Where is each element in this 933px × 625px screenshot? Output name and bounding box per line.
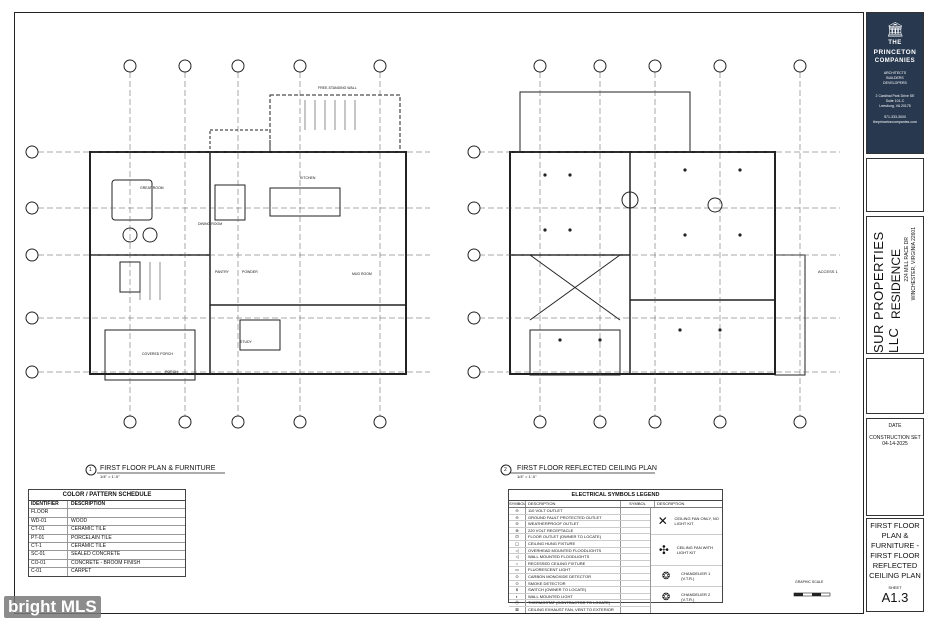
fixture-row: ✕CEILING FAN ONLY, NO LIGHT KIT — [651, 508, 722, 535]
schedule-col-desc: DESCRIPTION — [71, 501, 106, 507]
right-plan-scale: 1/4" = 1'-0" — [517, 474, 537, 479]
elec-row: ⊡FLOOR OUTLET (OWNER TO LOCATE) — [509, 534, 650, 541]
sheet-block: FIRST FLOOR PLAN & FURNITURE - FIRST FLO… — [866, 518, 924, 612]
schedule-title: COLOR / PATTERN SCHEDULE — [29, 490, 185, 501]
room-label-mud-room: MUD ROOM — [352, 272, 372, 276]
elec-row: ▭FLUORESCENT LIGHT — [509, 567, 650, 574]
graphic-scale-bar — [793, 592, 831, 597]
room-label-covered-porch: COVERED PORCH — [142, 352, 173, 356]
elec-row: ⊙CARBON MONOXIDE DETECTOR — [509, 573, 650, 581]
fixture-row: ✣CEILING FAN WITH LIGHT KIT — [651, 535, 722, 566]
elec-col-symbol: SYMBOL — [509, 501, 526, 507]
project-type: RESIDENCE — [889, 249, 903, 320]
issue-set: CONSTRUCTION SET — [869, 435, 921, 441]
elec-row: ⊠CEILING EXHAUST FAN, VENT TO EXTERIOR — [509, 606, 650, 613]
ceiling-fan-icon: ✕ — [657, 514, 668, 528]
elec-row: ◯CEILING HUNG FIXTURE — [509, 540, 650, 548]
room-label-great-room: GREAT ROOM — [140, 186, 164, 190]
graphic-scale-label: GRAPHIC SCALE — [795, 580, 824, 584]
room-label-study: STUDY — [240, 340, 252, 344]
left-plan-scale: 1/4" = 1'-0" — [100, 474, 120, 479]
issue-block: DATE CONSTRUCTION SET 04-14-2025 — [866, 418, 924, 516]
elec-row: ⊖110 VOLT OUTLET — [509, 508, 650, 515]
title-block-blank-2 — [866, 358, 924, 414]
company-name-line2: PRINCETON — [873, 49, 917, 56]
issue-date: 04-14-2025 — [882, 441, 908, 447]
elec-row: $SWITCH (OWNER TO LOCATE) — [509, 587, 650, 594]
room-label-powder: POWDER — [242, 270, 258, 274]
room-label-porch: PORCH — [165, 370, 178, 374]
room-label-pantry: PANTRY — [215, 270, 229, 274]
fixture-row: ❂CHANDELIER 2 (V.T.R.) — [651, 587, 722, 607]
title-block-blank-1 — [866, 158, 924, 212]
ceiling-fan-light-icon: ✣ — [658, 543, 669, 557]
electrical-legend-title: ELECTRICAL SYMBOLS LEGEND — [509, 490, 722, 501]
project-address: 224 MILL RACE DR — [904, 237, 910, 282]
company-name-line1: THE — [888, 40, 902, 46]
label-free-standing-wall: FREE-STANDING WALL — [318, 86, 357, 90]
drawing-sheet — [14, 12, 864, 614]
company-name-line3: COMPANIES — [874, 58, 916, 64]
mls-watermark: bright MLS — [4, 596, 101, 618]
chandelier-2-icon: ❂ — [661, 591, 671, 603]
elec-row: ◁WALL MOUNTED FLOODLIGHTS — [509, 554, 650, 561]
elec-row: ○RECESSED CEILING FIXTURE — [509, 560, 650, 568]
right-plan-number: 2 — [504, 467, 507, 473]
elec-col-desc: DESCRIPTION — [526, 501, 621, 507]
sheet-number: A1.3 — [881, 590, 909, 605]
left-plan-number: 1 — [89, 467, 92, 473]
fixture-row: ❂CHANDELIER 1 (V.T.R.) — [651, 566, 722, 587]
elec-row: ◐WALL MOUNTED LIGHT — [509, 593, 650, 601]
project-city: WINCHESTER, VIRGINIA 22601 — [911, 227, 917, 301]
columns-logo-icon: 🏛 — [886, 21, 904, 37]
room-label-kitchen: KITCHEN — [300, 176, 316, 180]
chandelier-icon: ❂ — [661, 570, 671, 582]
sheet-label: SHEET — [888, 585, 902, 590]
left-plan-title: FIRST FLOOR PLAN & FURNITURE — [100, 465, 216, 472]
right-plan-title: FIRST FLOOR REFLECTED CEILING PLAN — [517, 465, 657, 472]
elec-row: ⊙SMOKE DETECTOR — [509, 580, 650, 588]
label-access: ACCESS 1 — [818, 269, 838, 274]
issue-label: DATE — [888, 423, 902, 429]
project-block: SUR PROPERTIES LLC RESIDENCE 224 MILL RA… — [866, 216, 924, 354]
right-plan-outline — [509, 151, 776, 375]
company-logo-block: 🏛 THE PRINCETON COMPANIES ARCHITECTS BUI… — [866, 12, 924, 154]
sheet-title: FIRST FLOOR PLAN & FURNITURE - FIRST FLO… — [869, 521, 921, 580]
schedule-row: FLOOR — [29, 509, 185, 518]
elec-row: ⊖WEATHERPROOF OUTLET — [509, 521, 650, 528]
room-label-dining: DINING ROOM — [198, 222, 223, 226]
elec-row: ⊖GROUND FAULT PROTECTED OUTLET — [509, 514, 650, 522]
elec-row: ◁OVERHEAD MOUNTED FLOODLIGHTS — [509, 547, 650, 555]
elec-row: ⊕220 VOLT RECEPTACLE — [509, 527, 650, 535]
schedule-col-id: IDENTIFIER — [29, 501, 68, 509]
